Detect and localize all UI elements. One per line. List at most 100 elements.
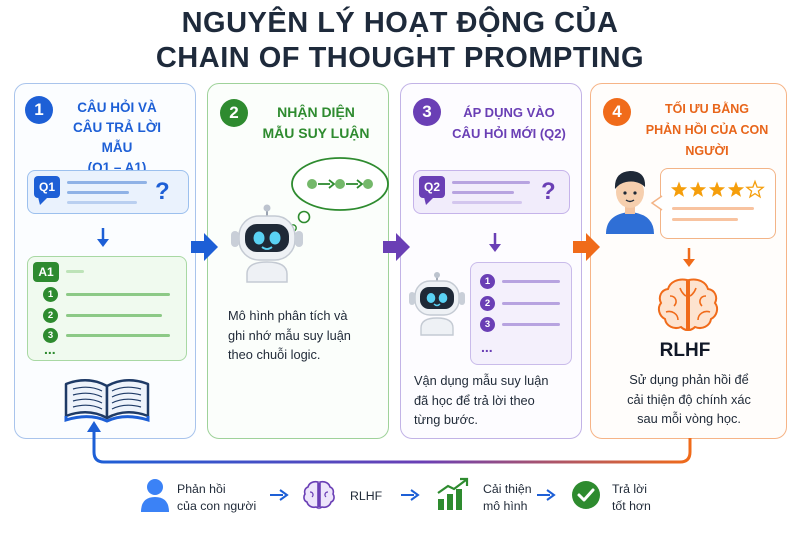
flow-label-line: RLHF — [350, 489, 383, 503]
right-arrow-icon — [191, 233, 218, 261]
star-filled-icon — [727, 181, 745, 197]
description-line: từng bước. — [414, 412, 478, 427]
page-title: NGUYÊN LÝ HOẠT ĐỘNG CỦA CHAIN OF THOUGHT… — [0, 6, 800, 76]
description-line: đã học để trả lời theo — [414, 392, 535, 408]
text-line — [67, 201, 137, 204]
step-bullet: 1 — [480, 274, 495, 289]
step-2-heading-line: NHẬN DIỆN — [277, 104, 355, 120]
flow-step-rlhf: RLHF — [350, 488, 382, 505]
description-line: ghi nhớ mẫu suy luận — [228, 327, 351, 343]
step-4-heading: TỐI ƯU BẰNG PHẢN HỒI CỦA CON NGƯỜI — [632, 99, 782, 162]
right-arrow-icon — [573, 233, 600, 261]
question-mark-icon: ? — [155, 178, 170, 205]
title-line-2: CHAIN OF THOUGHT PROMPTING — [155, 42, 645, 74]
growth-chart-icon — [437, 477, 469, 510]
step-2-number: 2 — [220, 99, 248, 127]
q1-bubble-tail — [38, 197, 48, 205]
ellipsis: ... — [44, 341, 56, 357]
robot-icon — [231, 204, 303, 283]
flow-step-improve: Cải thiện mô hình — [483, 481, 532, 515]
step-2-heading: NHẬN DIỆN MẪU SUY LUẬN — [250, 102, 382, 144]
star-filled-icon — [689, 181, 707, 197]
text-line — [502, 302, 560, 305]
text-line — [452, 191, 514, 194]
rlhf-label: RLHF — [659, 340, 711, 361]
star-empty-icon — [745, 179, 765, 199]
step-2-heading-line: MẪU SUY LUẬN — [262, 125, 370, 141]
q1-tag: Q1 — [34, 176, 60, 198]
step-3-heading-line: CÂU HỎI MỚI (Q2) — [452, 126, 566, 141]
description-line: sau mỗi vòng học. — [637, 411, 741, 426]
step-1-number: 1 — [25, 96, 53, 124]
step-bullet: 1 — [43, 287, 58, 302]
check-circle-icon — [572, 481, 600, 509]
q2-bubble-tail — [424, 197, 434, 205]
step-bullet: 2 — [480, 296, 495, 311]
question-mark-icon: ? — [541, 178, 556, 205]
step-bullet: 3 — [480, 317, 495, 332]
right-arrow-icon — [537, 489, 556, 501]
description-line: theo chuỗi logic. — [228, 347, 321, 362]
star-filled-icon — [670, 181, 688, 197]
robot-icon — [409, 272, 465, 336]
star-filled-icon — [708, 181, 726, 197]
text-line — [502, 280, 560, 283]
brain-icon — [303, 480, 335, 510]
down-arrow-icon — [97, 228, 109, 247]
text-line — [672, 207, 754, 210]
brain-icon — [657, 278, 719, 332]
step-1-heading: CÂU HỎI VÀ CÂU TRẢ LỜI MẪU (Q1 – A1) — [58, 98, 176, 178]
step-1-heading-line: CÂU HỎI VÀ — [77, 100, 157, 115]
step-3-description: Vận dụng mẫu suy luận đã học để trả lời … — [414, 371, 574, 430]
step-1-heading-line: CÂU TRẢ LỜI MẪU — [72, 120, 161, 155]
text-line — [66, 334, 170, 337]
step-3-heading: ÁP DỤNG VÀO CÂU HỎI MỚI (Q2) — [446, 102, 572, 144]
right-arrow-icon — [383, 233, 410, 261]
right-arrow-icon — [401, 489, 420, 501]
q2-tag: Q2 — [419, 176, 445, 198]
text-line — [66, 314, 162, 317]
flow-label-line: tốt hơn — [612, 499, 651, 513]
text-line — [672, 218, 738, 221]
flow-label-line: Trả lời — [612, 482, 647, 496]
step-4-number: 4 — [603, 98, 631, 126]
text-line — [66, 270, 84, 273]
ellipsis: ... — [481, 339, 493, 355]
description-line: cải thiện độ chính xác — [627, 391, 751, 407]
flow-label-line: Phản hồi — [177, 482, 226, 496]
text-line — [66, 293, 170, 296]
step-4-heading-line: TỐI ƯU BẰNG — [665, 102, 749, 116]
step-4-description: Sử dụng phản hồi để cải thiện độ chính x… — [598, 370, 780, 429]
flow-step-feedback: Phản hồi của con người — [177, 481, 256, 515]
person-icon — [141, 479, 169, 512]
text-line — [67, 181, 147, 184]
text-line — [67, 191, 129, 194]
open-book-icon — [64, 379, 150, 423]
step-3-number: 3 — [413, 98, 441, 126]
text-line — [452, 181, 530, 184]
person-icon — [606, 171, 654, 234]
description-line: Vận dụng mẫu suy luận — [414, 373, 549, 388]
text-line — [452, 201, 522, 204]
rating-bubble — [660, 168, 776, 239]
right-arrow-icon — [270, 489, 289, 501]
flow-step-better-answer: Trả lời tốt hơn — [612, 481, 651, 515]
down-arrow-icon — [489, 233, 501, 252]
text-line — [502, 323, 560, 326]
step-4-heading-line: PHẢN HỒI CỦA CON NGƯỜI — [645, 123, 769, 158]
rating-bubble-tail — [650, 195, 663, 211]
step-bullet: 3 — [43, 328, 58, 343]
step-2-description: Mô hình phân tích và ghi nhớ mẫu suy luậ… — [228, 306, 378, 365]
step-bullet: 2 — [43, 308, 58, 323]
flow-label-line: Cải thiện — [483, 482, 532, 496]
down-arrow-icon — [683, 248, 695, 267]
description-line: Sử dụng phản hồi để — [629, 372, 749, 387]
step-3-heading-line: ÁP DỤNG VÀO — [463, 105, 555, 120]
star-rating — [670, 179, 765, 199]
a1-tag: A1 — [33, 262, 59, 282]
description-line: Mô hình phân tích và — [228, 308, 348, 323]
flow-label-line: mô hình — [483, 499, 528, 513]
title-line-1: NGUYÊN LÝ HOẠT ĐỘNG CỦA — [181, 7, 619, 39]
flow-label-line: của con người — [177, 499, 257, 513]
step-2-card — [207, 83, 389, 439]
